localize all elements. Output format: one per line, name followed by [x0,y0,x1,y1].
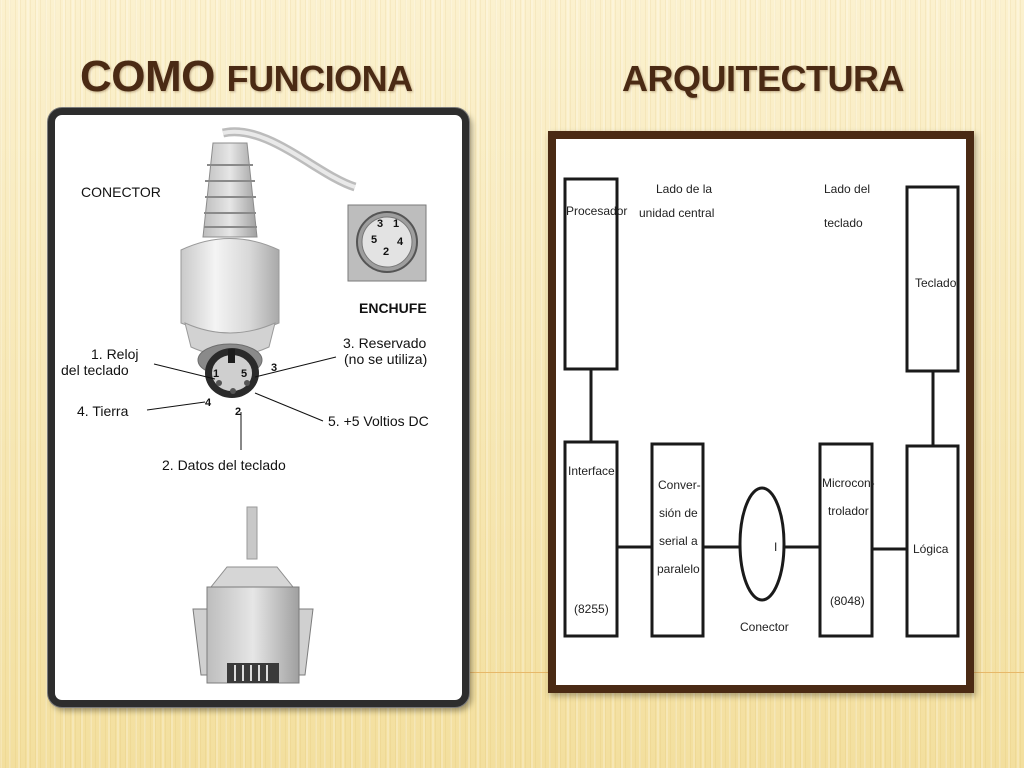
conector-label: CONECTOR [81,184,161,200]
title-como-funciona: COMO FUNCIONA [80,52,413,102]
pin3-label: 3. Reservado (no se utiliza) [343,335,430,367]
pin4-label: 4. Tierra [77,403,129,419]
plug-pin-5: 5 [241,368,247,380]
conector-circle [738,486,786,602]
interface-chip-label: (8255) [574,602,609,616]
pin2-label: 2. Datos del teclado [162,457,286,473]
logica-label: Lógica [913,542,949,556]
conector-circle-mark: I [774,540,777,554]
title-word-funciona: FUNCIONA [226,58,413,99]
connector-figure: 1 5 3 4 2 3 1 5 4 2 ENCHUFE CONECTOR [61,127,430,684]
block-microcontrolador [818,442,874,638]
modular-plug-illustration [192,506,314,684]
connector-face: 1 5 3 4 2 [205,348,277,418]
block-conversion [650,442,705,638]
socket-pin-1: 1 [393,218,399,230]
pin1-label: 1. Reloj del teclado [61,346,142,378]
microcontrolador-chip-label: (8048) [830,594,865,608]
socket-pin-3: 3 [377,218,383,230]
socket-illustration: 3 1 5 4 2 [347,204,427,282]
block-logica [905,444,960,638]
title-arquitectura: ARQUITECTURA [622,58,904,99]
socket-pin-2: 2 [383,246,389,258]
architecture-diagram-panel: Procesador Teclado Lado de la unidad cen… [548,131,974,693]
title-word-como: COMO [80,52,215,101]
diagram-connections [589,369,935,551]
conversion-label: Conver- sión de serial a paralelo [657,478,704,576]
side-keyboard-label: Lado del teclado [824,182,873,230]
socket-pin-4: 4 [397,236,404,248]
teclado-label: Teclado [915,276,957,290]
interface-label: Interface [568,464,615,478]
microcontrolador-label: Microcon- trolador [822,476,878,518]
enchufe-label: ENCHUFE [359,300,427,316]
strain-relief [202,142,258,238]
socket-pin-5: 5 [371,234,377,246]
pin5-label: 5. +5 Voltios DC [328,413,429,429]
plug-pin-2: 2 [235,406,241,418]
connector-figure-panel: 1 5 3 4 2 3 1 5 4 2 ENCHUFE CONECTOR [48,108,469,707]
conector-label: Conector [740,620,789,634]
plug-pin-4: 4 [205,397,212,409]
plug-pin-3: 3 [271,362,277,374]
architecture-diagram: Procesador Teclado Lado de la unidad cen… [563,177,960,638]
pin-leader-lines [146,356,337,450]
side-central-label: Lado de la unidad central [639,182,715,220]
procesador-label: Procesador [566,204,627,218]
plug-pin-1: 1 [213,368,219,380]
connector-plug-body [180,238,280,377]
